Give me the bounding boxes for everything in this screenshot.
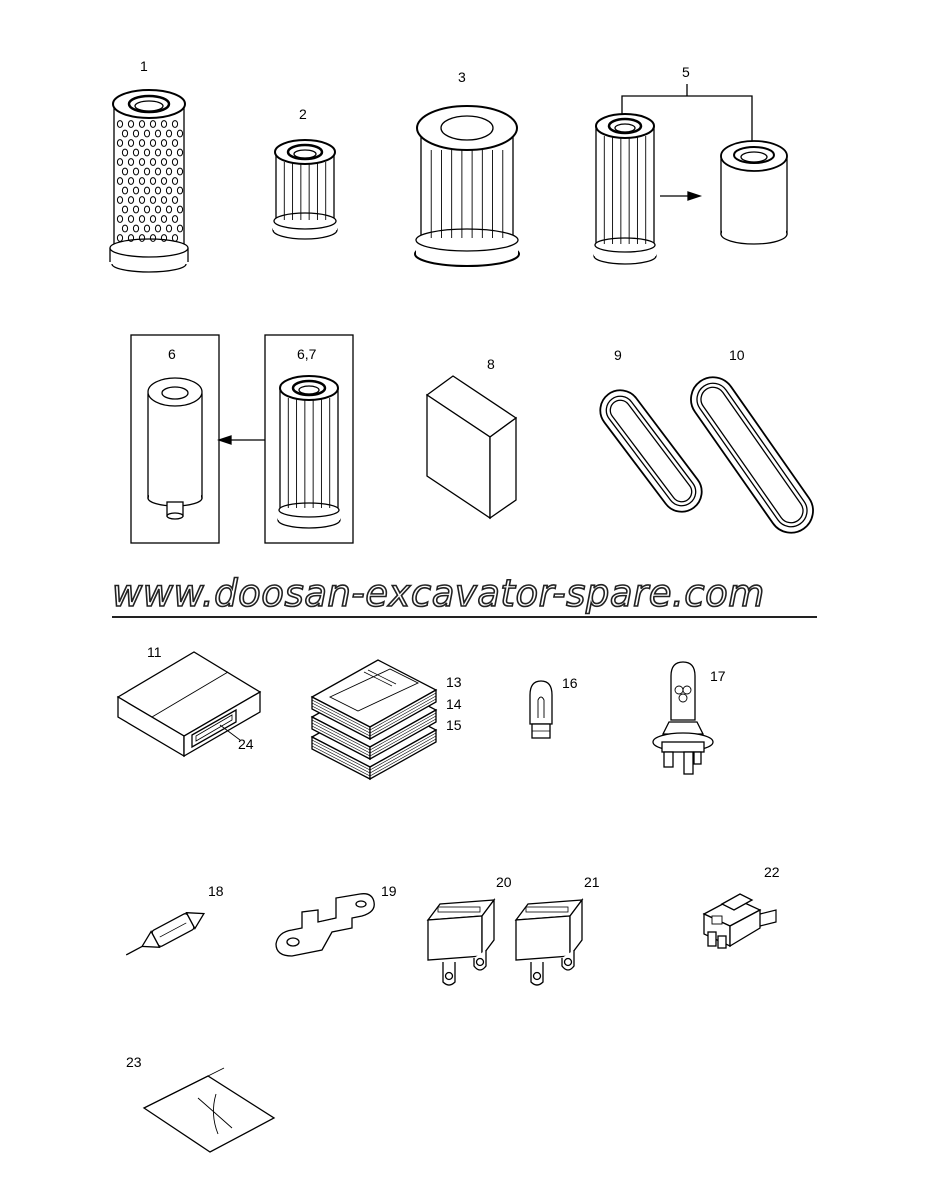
callout-3: 3 (458, 69, 466, 85)
callout-1: 1 (140, 58, 148, 74)
callout-19: 19 (381, 883, 397, 899)
callout-8: 8 (487, 356, 495, 372)
part-3-large-filter (414, 105, 520, 267)
part-23-bag (142, 1067, 276, 1153)
callout-24: 24 (238, 736, 254, 752)
part-6-fuel-filter (130, 334, 220, 544)
callout-22: 22 (764, 864, 780, 880)
callout-11: 11 (147, 644, 162, 660)
callout-20: 20 (496, 874, 512, 890)
part-9-belt (599, 389, 703, 513)
part-10-belt (690, 376, 814, 534)
callout-16: 16 (562, 675, 578, 691)
callout-5: 5 (682, 64, 690, 80)
watermark-text: www.doosan-excavator-spare.com (111, 571, 765, 616)
part-1-perforated-filter (109, 89, 189, 273)
callout-13: 13 (446, 674, 462, 690)
callout-17: 17 (710, 668, 726, 684)
callout-2: 2 (299, 106, 307, 122)
part-18-festoon-bulb (125, 911, 206, 956)
part-6-7-filter-element (216, 334, 354, 544)
part-5-filter-set (593, 84, 788, 265)
part-20-fuse (426, 898, 496, 986)
callout-6: 6 (168, 346, 176, 362)
callout-6-7: 6,7 (297, 346, 317, 362)
callout-18: 18 (208, 883, 224, 899)
watermark: www.doosan-excavator-spare.com (111, 571, 822, 620)
callout-10: 10 (729, 347, 745, 363)
part-19-terminal (275, 893, 375, 957)
part-8-box (425, 375, 518, 520)
part-13-15-manuals (310, 659, 438, 781)
callout-14: 14 (446, 696, 462, 712)
part-16-bulb (529, 680, 553, 739)
callout-21: 21 (584, 874, 600, 890)
part-21-fuse (514, 898, 584, 986)
callout-15: 15 (446, 717, 462, 733)
watermark-underline (112, 616, 817, 618)
callout-9: 9 (614, 347, 622, 363)
part-22-connector (702, 893, 777, 949)
part-17-halogen-bulb (652, 661, 714, 775)
part-2-pleated-filter (272, 139, 338, 240)
callout-23: 23 (126, 1054, 142, 1070)
part-11-box (116, 651, 262, 758)
